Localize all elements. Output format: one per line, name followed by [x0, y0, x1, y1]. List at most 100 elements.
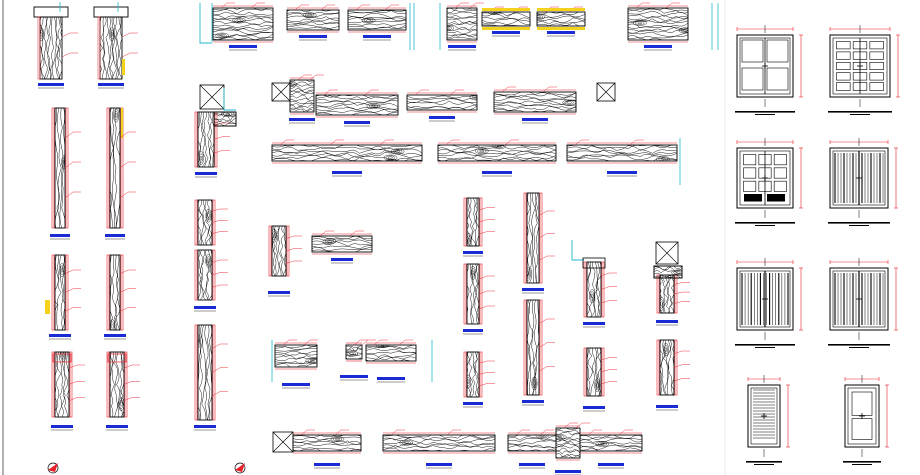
- leader-line: [478, 275, 495, 280]
- jamb-section-mid-b: [194, 199, 228, 246]
- leader-line: [515, 429, 530, 436]
- leader-line: [575, 422, 590, 429]
- title-bar: [363, 35, 391, 38]
- leader-line: [211, 367, 228, 373]
- leader-line: [334, 429, 349, 436]
- title-bar: [583, 322, 605, 325]
- leader-line: [445, 139, 460, 146]
- door-panel: [836, 72, 851, 81]
- title-bar: [555, 470, 581, 473]
- member-outline: [566, 144, 678, 162]
- stop-strip: [479, 351, 483, 398]
- wood-grain: [580, 435, 642, 451]
- elevation-title-bar: [828, 222, 890, 224]
- leader-line: [68, 397, 85, 401]
- title-bar: [282, 383, 310, 386]
- leader-line: [414, 89, 429, 96]
- member-outline: [365, 344, 417, 362]
- wood-grain: [55, 352, 69, 417]
- leader-line: [123, 381, 140, 385]
- wood-grain: [383, 435, 495, 451]
- leader-line: [538, 342, 555, 348]
- head-section-top-1: [212, 2, 274, 51]
- kick-plate: [767, 194, 785, 202]
- jamb-section-2: [105, 107, 136, 240]
- member-outline: [466, 197, 480, 247]
- accent-strip: [482, 8, 530, 11]
- leader-line: [121, 32, 138, 38]
- door-frame: [844, 384, 880, 448]
- wood-grain: [527, 193, 539, 283]
- stop-strip: [601, 261, 605, 318]
- leader-line: [478, 290, 495, 295]
- leader-line: [469, 2, 484, 9]
- leader-line: [449, 89, 464, 96]
- sill-section-row2-4: [493, 86, 577, 124]
- leader-line: [673, 291, 690, 295]
- door-panel: [743, 154, 757, 166]
- sill-section-row2-1: [289, 74, 324, 124]
- leader-line: [478, 231, 495, 235]
- door-panel: [766, 39, 789, 63]
- title-bar: [519, 463, 545, 466]
- title-bar: [463, 251, 483, 254]
- leader-line: [213, 122, 230, 126]
- wood-grain: [312, 236, 372, 252]
- stop-strip: [583, 347, 587, 397]
- leader-line: [478, 207, 495, 211]
- leader-line: [323, 89, 338, 96]
- stop-strip: [539, 299, 543, 396]
- member-outline: [536, 11, 586, 27]
- title-bar: [598, 463, 624, 466]
- door-panel: [836, 41, 851, 50]
- leader-line: [538, 210, 555, 216]
- stop-strip: [194, 111, 198, 168]
- door-slats-b: [828, 258, 898, 348]
- wood-grain: [587, 262, 601, 317]
- wood-grain: [198, 200, 212, 245]
- wood-grain: [272, 145, 422, 161]
- leader-line: [213, 136, 230, 140]
- head-jamb-2: [93, 6, 138, 89]
- rail-section-2: [463, 263, 495, 335]
- leader-line: [673, 364, 690, 368]
- title-bar: [426, 463, 452, 466]
- title-bar: [522, 400, 544, 403]
- wall-line: [571, 240, 584, 261]
- leader-line: [600, 381, 617, 385]
- stop-strip: [51, 107, 55, 229]
- head-frame: [582, 257, 606, 269]
- jamb-section-mid-c: [194, 249, 228, 312]
- leader-line: [542, 86, 557, 93]
- member-outline: [653, 265, 683, 279]
- wood-grain: [110, 255, 120, 330]
- leader-line: [282, 339, 297, 346]
- title-bar: [50, 234, 70, 237]
- leader-line: [538, 318, 555, 324]
- leader-line: [364, 89, 379, 96]
- accent-strip: [537, 27, 585, 30]
- wood-grain: [110, 108, 120, 228]
- leader-line: [390, 429, 405, 436]
- title-bar: [644, 45, 672, 48]
- member-outline: [213, 111, 237, 127]
- leader-line: [61, 52, 78, 58]
- head-section-top-3: [347, 4, 407, 41]
- wood-grain: [527, 300, 539, 395]
- member-outline: [493, 91, 577, 113]
- stop-strip: [106, 351, 110, 418]
- door-panel: [773, 154, 787, 166]
- wood-grain: [537, 12, 585, 26]
- leader-line: [574, 139, 589, 146]
- stop-strip: [194, 199, 198, 246]
- sill-section-1: [51, 351, 85, 431]
- leader-line: [211, 343, 228, 349]
- leader-line: [600, 272, 617, 276]
- stop-strip: [523, 192, 527, 284]
- stop-strip: [194, 324, 198, 421]
- head-section-top-2: [286, 4, 340, 41]
- leader-line: [119, 269, 136, 274]
- head-section-yellow-2: [481, 6, 531, 37]
- door-glass-grid: [735, 138, 803, 226]
